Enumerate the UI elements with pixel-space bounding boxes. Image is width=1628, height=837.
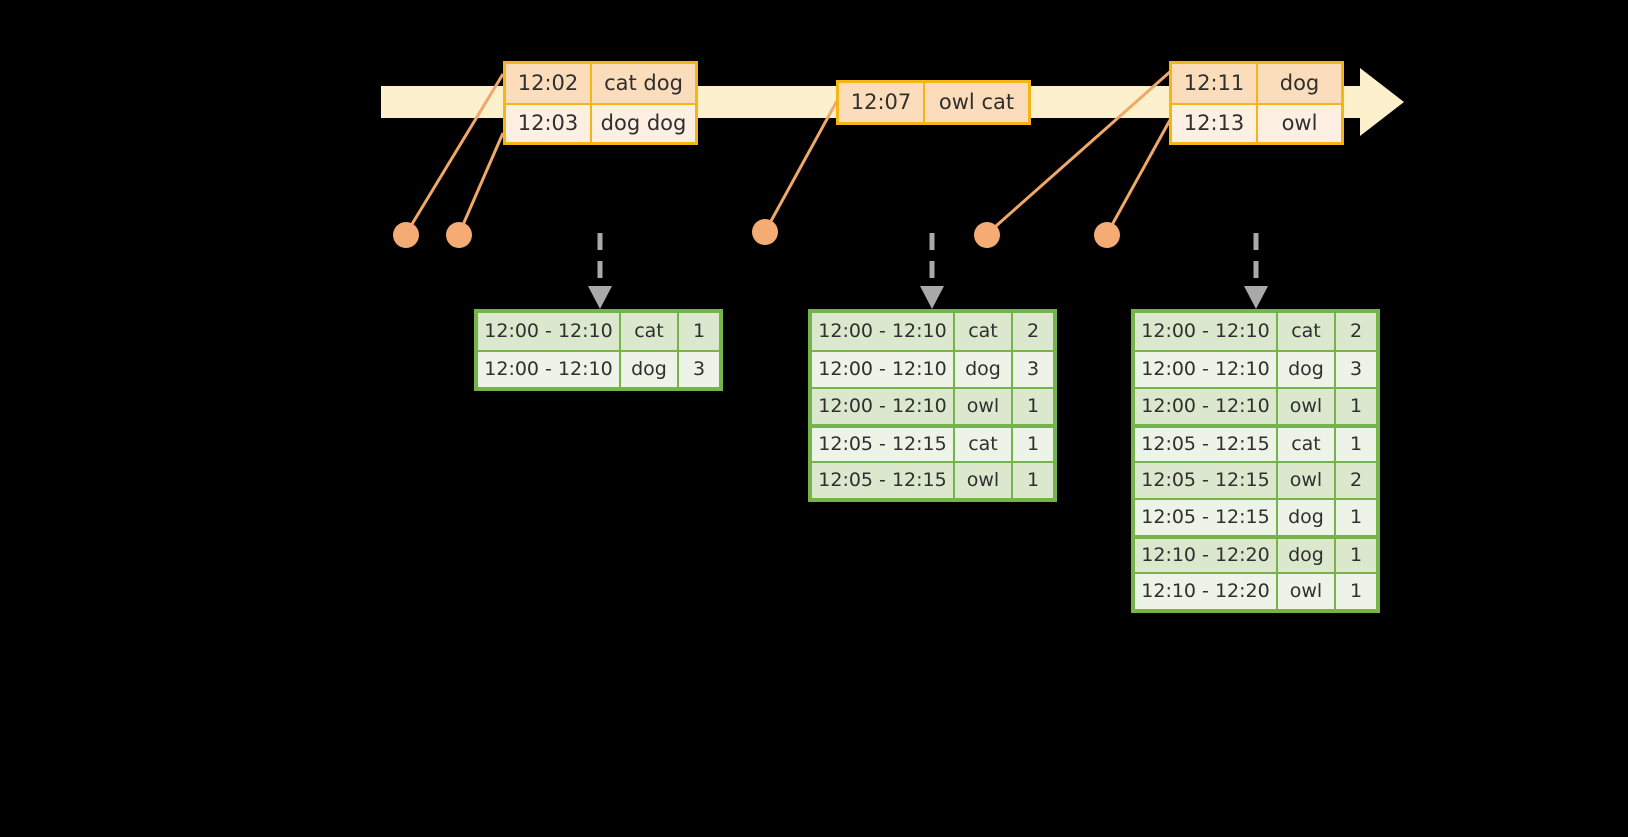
word-cell: owl [1278,574,1336,609]
count-cell: 2 [1013,313,1053,350]
count-cell: 1 [1013,389,1053,424]
table-row: 12:05 - 12:15 owl 1 [812,461,1053,498]
table-row: 12:00 - 12:10 cat 2 [812,313,1053,350]
table-row: 12:10 - 12:20 dog 1 [1135,535,1376,572]
word-cell: owl [955,389,1013,424]
window-cell: 12:00 - 12:10 [1135,313,1278,350]
window-cell: 12:00 - 12:10 [812,352,955,387]
table-row: 12:10 - 12:20 owl 1 [1135,572,1376,609]
window-cell: 12:00 - 12:10 [1135,352,1278,387]
emit-arrow-1 [588,233,612,309]
record-dot [974,222,1000,248]
word-cell: dog [621,352,679,387]
window-cell: 12:05 - 12:15 [1135,428,1278,461]
table-row: 12:05 - 12:15 cat 1 [1135,424,1376,461]
word-cell: cat [1278,428,1336,461]
record-dot [446,222,472,248]
table-row: 12:00 - 12:10 dog 3 [812,350,1053,387]
emit-arrow-2 [920,233,944,309]
result-table-2: 12:00 - 12:10 cat 2 12:00 - 12:10 dog 3 … [808,309,1057,502]
word-cell: cat [1278,313,1336,350]
table-row: 12:00 - 12:10 dog 3 [1135,350,1376,387]
message-group-2: 12:07 owl cat [836,80,1031,125]
count-cell: 1 [1336,574,1376,609]
count-cell: 3 [679,352,719,387]
message-row: 12:03 dog dog [506,103,695,142]
message-time: 12:03 [506,105,592,142]
count-cell: 3 [1336,352,1376,387]
count-cell: 2 [1336,463,1376,498]
window-cell: 12:05 - 12:15 [812,463,955,498]
window-cell: 12:00 - 12:10 [1135,389,1278,424]
count-cell: 1 [1336,389,1376,424]
message-row: 12:11 dog [1172,64,1341,103]
message-time: 12:13 [1172,105,1258,142]
window-cell: 12:00 - 12:10 [812,313,955,350]
window-cell: 12:10 - 12:20 [1135,574,1278,609]
record-dots [393,219,1120,248]
window-cell: 12:05 - 12:15 [1135,463,1278,498]
record-dot [393,222,419,248]
result-table-1: 12:00 - 12:10 cat 1 12:00 - 12:10 dog 3 [474,309,723,391]
count-cell: 2 [1336,313,1376,350]
word-cell: owl [1278,389,1336,424]
emit-arrow-3 [1244,233,1268,309]
count-cell: 1 [1336,500,1376,535]
message-time: 12:07 [839,83,925,122]
table-row: 12:00 - 12:10 dog 3 [478,350,719,387]
word-cell: dog [1278,500,1336,535]
window-cell: 12:00 - 12:10 [478,352,621,387]
count-cell: 1 [1013,463,1053,498]
word-cell: cat [621,313,679,350]
count-cell: 1 [1013,428,1053,461]
word-cell: owl [1278,463,1336,498]
count-cell: 1 [679,313,719,350]
table-row: 12:00 - 12:10 cat 2 [1135,313,1376,350]
table-row: 12:00 - 12:10 owl 1 [812,387,1053,424]
count-cell: 3 [1013,352,1053,387]
record-dot [1094,222,1120,248]
message-words: dog dog [592,105,695,142]
table-row: 12:05 - 12:15 cat 1 [812,424,1053,461]
message-words: cat dog [592,64,695,103]
word-cell: dog [1278,539,1336,572]
message-row: 12:13 owl [1172,103,1341,142]
count-cell: 1 [1336,539,1376,572]
message-group-3: 12:11 dog 12:13 owl [1169,61,1344,145]
window-cell: 12:05 - 12:15 [1135,500,1278,535]
message-words: owl [1258,105,1341,142]
message-time: 12:11 [1172,64,1258,103]
message-row: 12:07 owl cat [839,83,1028,122]
count-cell: 1 [1336,428,1376,461]
word-cell: cat [955,428,1013,461]
window-cell: 12:05 - 12:15 [812,428,955,461]
message-time: 12:02 [506,64,592,103]
table-row: 12:05 - 12:15 owl 2 [1135,461,1376,498]
result-table-3: 12:00 - 12:10 cat 2 12:00 - 12:10 dog 3 … [1131,309,1380,613]
window-cell: 12:00 - 12:10 [812,389,955,424]
message-row: 12:02 cat dog [506,64,695,103]
word-cell: cat [955,313,1013,350]
window-cell: 12:00 - 12:10 [478,313,621,350]
table-row: 12:00 - 12:10 cat 1 [478,313,719,350]
table-row: 12:00 - 12:10 owl 1 [1135,387,1376,424]
message-words: dog [1258,64,1341,103]
word-cell: owl [955,463,1013,498]
message-group-1: 12:02 cat dog 12:03 dog dog [503,61,698,145]
table-row: 12:05 - 12:15 dog 1 [1135,498,1376,535]
window-cell: 12:10 - 12:20 [1135,539,1278,572]
word-cell: dog [955,352,1013,387]
message-words: owl cat [925,83,1028,122]
record-dot [752,219,778,245]
word-cell: dog [1278,352,1336,387]
emit-arrows [588,233,1268,309]
